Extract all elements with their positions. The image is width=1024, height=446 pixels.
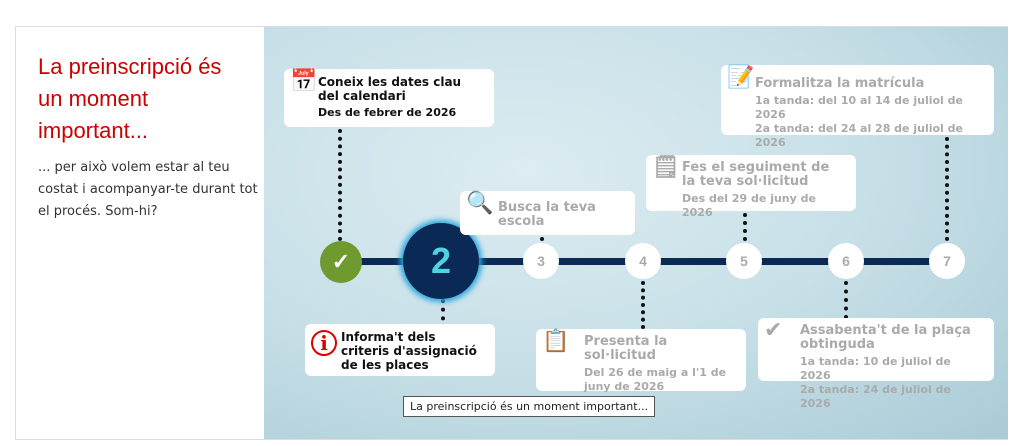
intro-panel: La preinscripció és un moment important.… (16, 27, 264, 439)
step-title: Formalitza la matrícula (755, 76, 925, 91)
step-title: Presenta la sol·licitud (584, 334, 668, 363)
step-title: Assabenta't de la plaça obtinguda (800, 323, 971, 352)
step-number: 3 (537, 253, 545, 269)
step-number: 2 (430, 240, 452, 281)
step-1-card[interactable]: 📅 Coneix les dates clau del calendari De… (284, 69, 494, 127)
step-number: 7 (943, 253, 951, 269)
step-date: Del 26 de maig a l'1 de juny de 2026 (584, 366, 727, 393)
timeline-infographic: ✓ 2 3 4 5 6 7 📅 Coneix les dates clau de… (264, 27, 1008, 439)
connector-5 (743, 213, 747, 241)
step-7-card[interactable]: 📝 Formalitza la matrícula 1a tanda: del … (721, 65, 994, 149)
connector-2 (441, 299, 445, 329)
step-title: Busca la teva escola (498, 200, 596, 229)
connector-7 (945, 137, 949, 241)
intro-title: La preinscripció és un moment important.… (38, 54, 222, 143)
step-3[interactable]: 3 (523, 243, 559, 279)
form-icon: 📋 (542, 329, 570, 354)
checklist-icon: 🗒 (652, 155, 680, 180)
step-title: Coneix les dates clau del calendari (318, 75, 462, 103)
step-5-card[interactable]: 🗒 Fes el seguiment de la teva sol·licitu… (646, 155, 856, 219)
step-date-2: 2a tanda: del 24 al 28 de juliol de 2026 (755, 122, 963, 149)
connector-6 (844, 281, 848, 319)
step-date-1: 1a tanda: 10 de juliol de 2026 (800, 355, 951, 382)
step-6[interactable]: 6 (828, 243, 864, 279)
step-7[interactable]: 7 (929, 243, 965, 279)
step-5[interactable]: 5 (726, 243, 762, 279)
step-number: 4 (639, 253, 647, 269)
calendar-icon: 📅 (290, 69, 318, 94)
search-icon: 🔍 (466, 191, 494, 216)
connector-1 (338, 129, 342, 241)
step-3-card[interactable]: 🔍 Busca la teva escola (460, 191, 635, 235)
step-6-card[interactable]: ✔ Assabenta't de la plaça obtinguda 1a t… (758, 318, 994, 410)
content-frame: La preinscripció és un moment important.… (15, 26, 1008, 440)
step-date-2: 2a tanda: 24 de juliol de 2026 (800, 383, 951, 410)
step-date: Des de febrer de 2026 (318, 106, 457, 119)
step-date-1: 1a tanda: del 10 al 14 de juliol de 2026 (755, 94, 963, 121)
step-title: Informa't dels criteris d'assignació de … (341, 330, 477, 372)
connector-4 (641, 281, 645, 329)
step-number: 5 (740, 253, 748, 269)
step-4[interactable]: 4 (625, 243, 661, 279)
step-4-card[interactable]: 📋 Presenta la sol·licitud Del 26 de maig… (536, 329, 746, 393)
checkmark-icon: ✔ (764, 318, 783, 343)
step-2-card[interactable]: i Informa't dels criteris d'assignació d… (305, 324, 495, 376)
step-date: Des del 29 de juny de 2026 (682, 192, 816, 219)
intro-description: ... per això volem estar al teu costat i… (38, 160, 258, 219)
tooltip: La preinscripció és un moment important.… (403, 396, 656, 417)
step-number: 6 (842, 253, 850, 269)
step-1-done-check-icon[interactable]: ✓ (320, 241, 362, 283)
step-title: Fes el seguiment de la teva sol·licitud (682, 160, 830, 189)
document-pen-icon: 📝 (727, 65, 755, 90)
step-2-current[interactable]: 2 (403, 223, 479, 299)
info-icon: i (311, 330, 337, 356)
